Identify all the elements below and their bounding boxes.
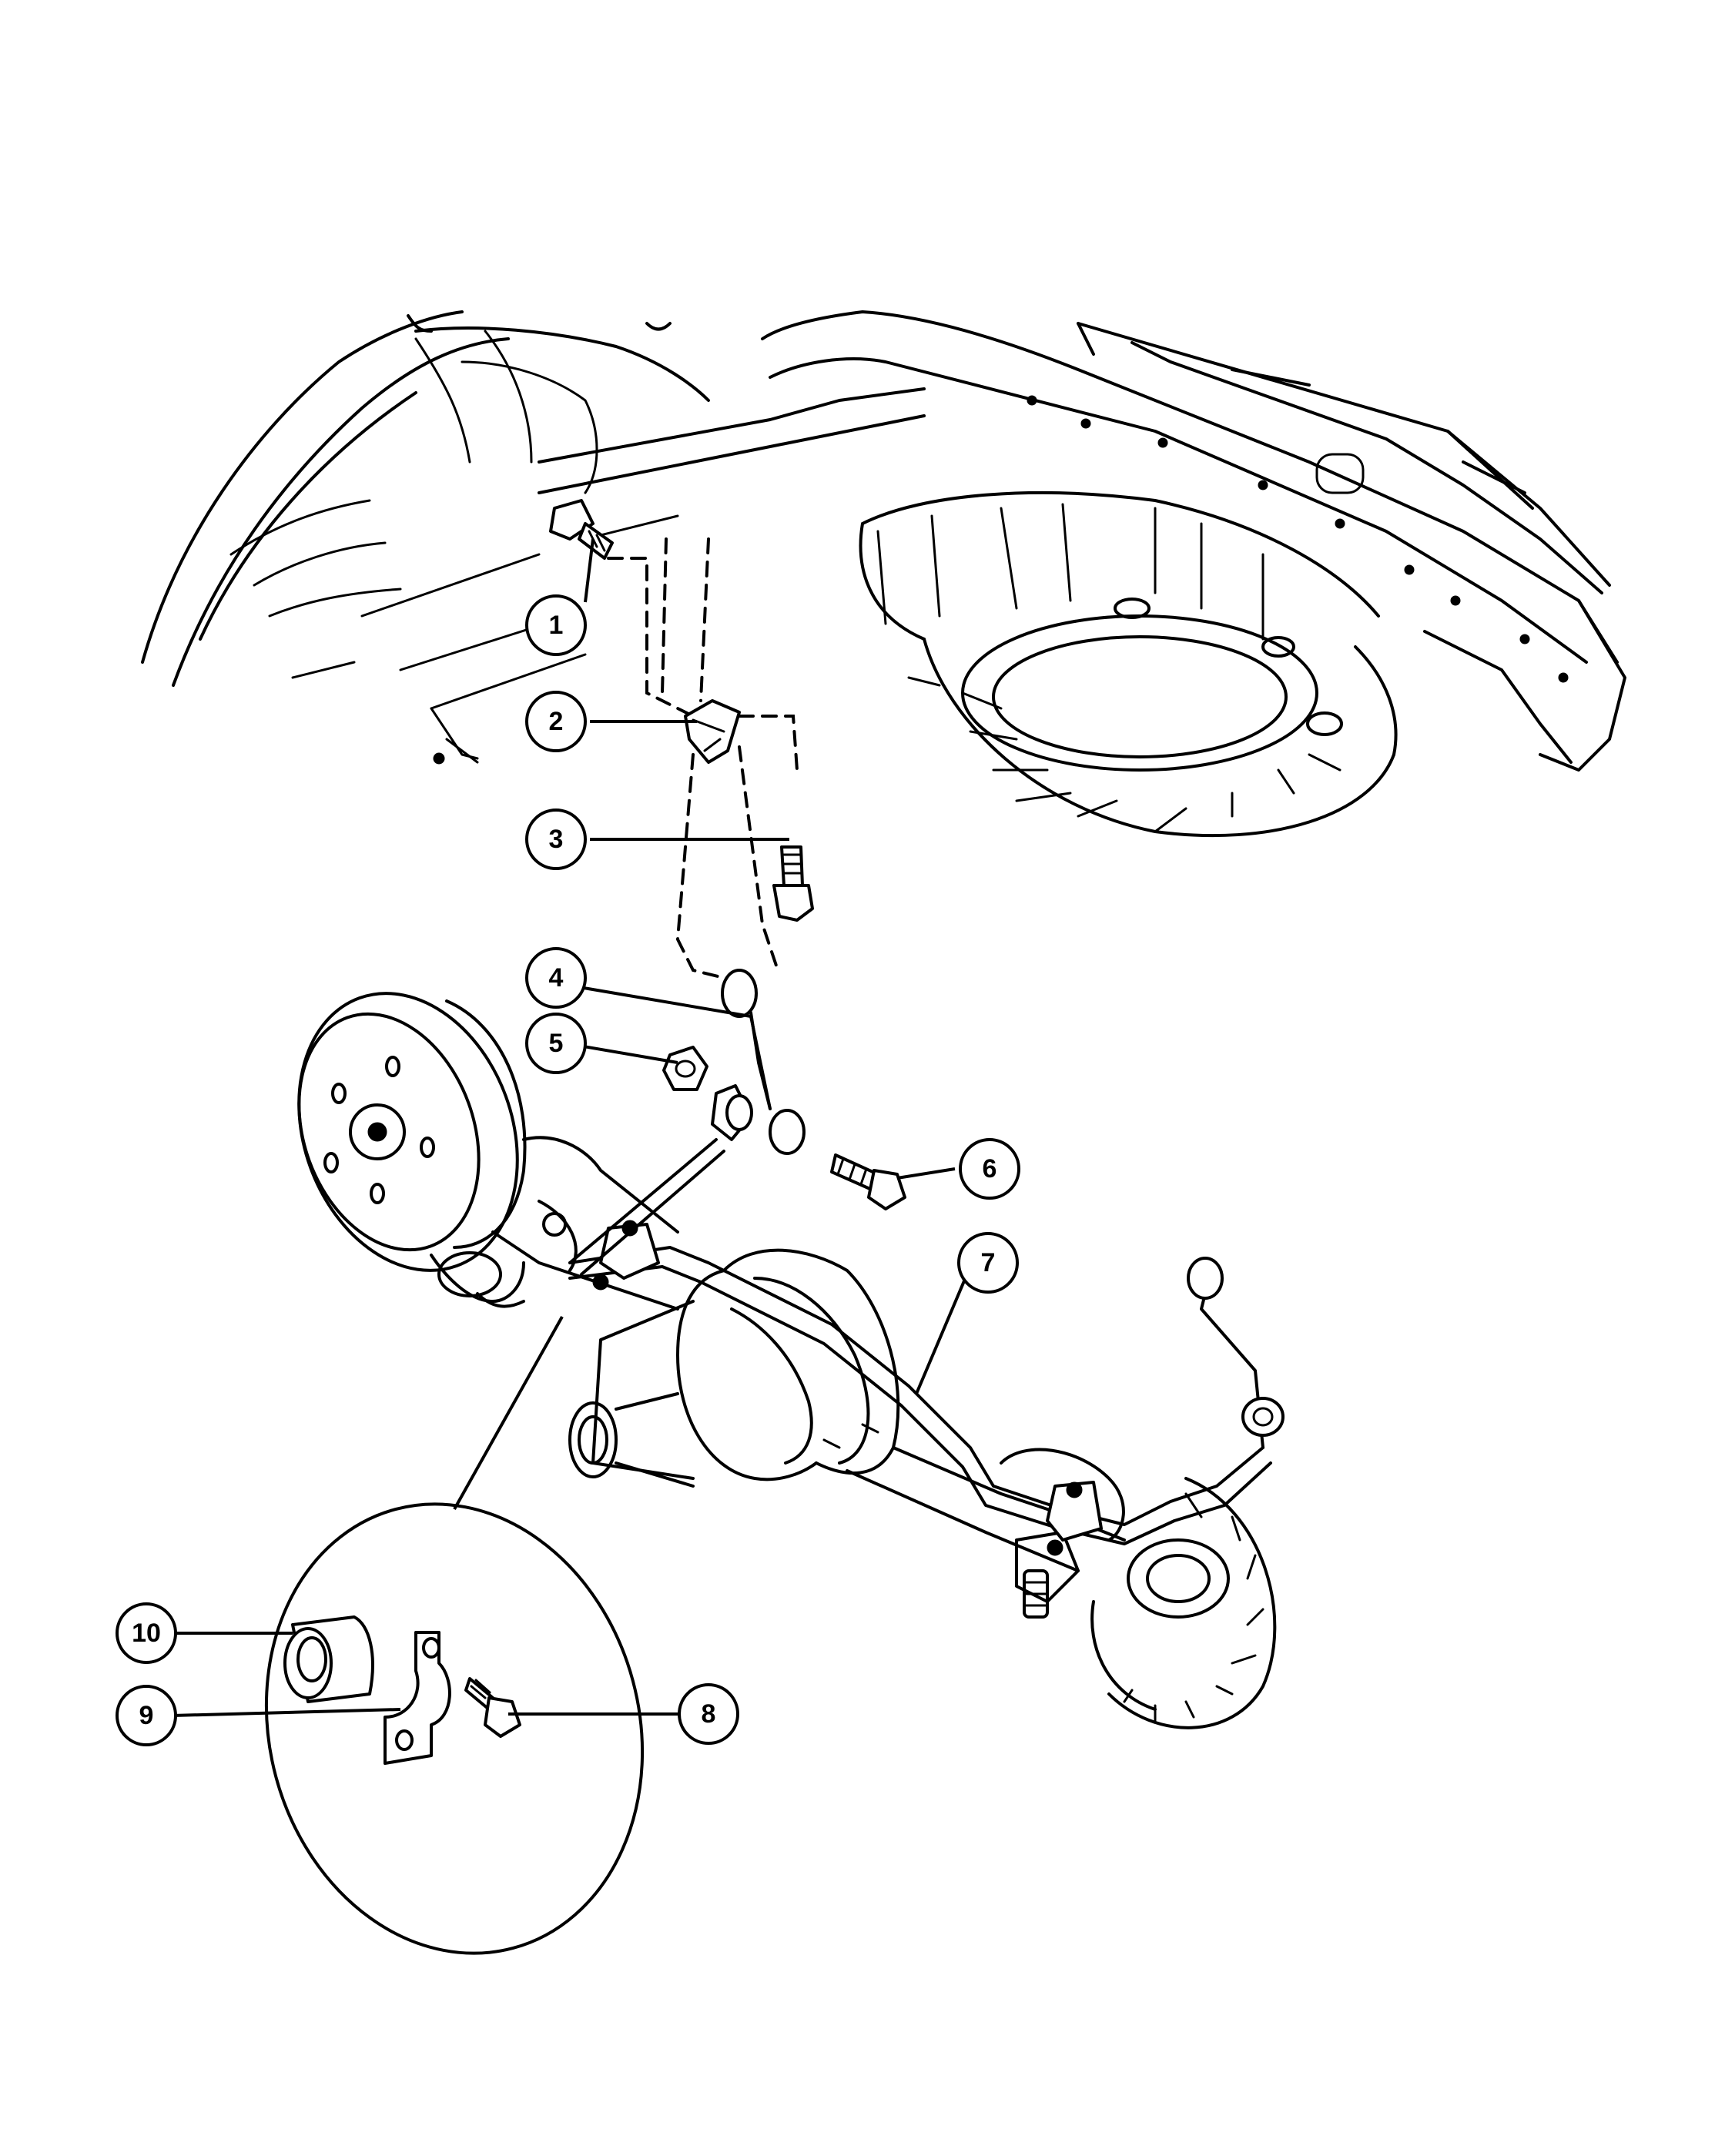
callout-7: 7 [957, 1232, 1019, 1294]
callout-3-label: 3 [549, 825, 564, 854]
callout-8-label: 8 [702, 1699, 716, 1729]
callout-1-label: 1 [549, 611, 564, 640]
callout-5: 5 [525, 1013, 587, 1074]
callouts: 1 2 3 4 5 6 7 8 [116, 538, 1020, 1746]
vehicle-underbody [141, 310, 1626, 838]
callout-1: 1 [525, 594, 587, 656]
callout-5-label: 5 [549, 1029, 564, 1058]
callout-10: 10 [116, 1602, 177, 1664]
callout-8: 8 [678, 1683, 739, 1745]
callout-9: 9 [116, 1685, 177, 1746]
stabilizer-bar [568, 1084, 1285, 1556]
callout-3: 3 [525, 808, 587, 870]
callout-6-label: 6 [983, 1154, 997, 1183]
callout-6: 6 [959, 1138, 1020, 1200]
callout-9-label: 9 [139, 1701, 154, 1730]
rear-axle [297, 992, 1277, 1729]
bracket-assembly [549, 499, 814, 979]
callout-10-label: 10 [132, 1619, 161, 1648]
callout-4: 4 [525, 947, 587, 1009]
link-assembly [662, 969, 906, 1210]
detail-inset [264, 1316, 645, 1955]
callout-7-label: 7 [981, 1248, 996, 1277]
callout-2: 2 [525, 691, 587, 752]
callout-4-label: 4 [549, 963, 564, 993]
callout-2-label: 2 [549, 707, 564, 736]
